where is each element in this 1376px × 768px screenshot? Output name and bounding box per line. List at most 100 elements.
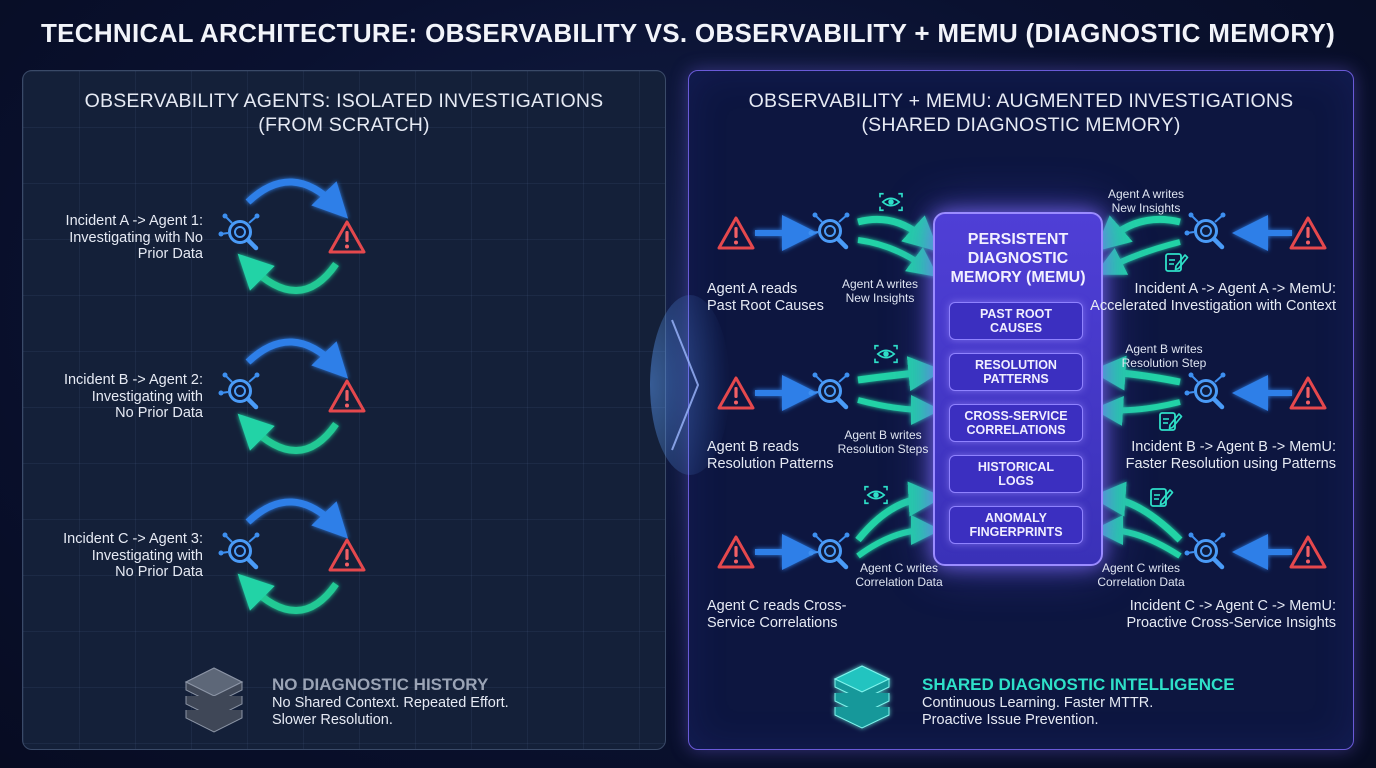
left-panel-title: OBSERVABILITY AGENTS: ISOLATED INVESTIGA…: [23, 89, 665, 137]
right-title-line2: (SHARED DIAGNOSTIC MEMORY): [861, 114, 1181, 136]
agent-b-right-icon: [1185, 373, 1226, 408]
agent-a-reads-line2: Past Root Causes: [707, 297, 824, 314]
memory-title-line3: MEMORY (MEMU): [950, 269, 1086, 286]
incident-c-line3: No Prior Data: [115, 564, 203, 580]
memory-item-line2: LOGS: [998, 474, 1034, 488]
agent-c-icon: [809, 533, 850, 568]
memory-item-line1: ANOMALY: [984, 510, 1048, 525]
agent-a-reads-label: Agent A reads Past Root Causes: [707, 281, 824, 314]
left-title-line2: (FROM SCRATCH): [258, 114, 430, 136]
memory-item-line2: CAUSES: [989, 321, 1043, 335]
eye-icon: [874, 344, 898, 364]
incident-a-label: Incident A -> Agent 1: Investigating wit…: [50, 213, 203, 263]
incident-a-memu-label: Incident A -> Agent A -> MemU: Accelerat…: [1080, 281, 1336, 314]
incident-a-memu-line2: Accelerated Investigation with Context: [1090, 297, 1336, 314]
right-footer-title: SHARED DIAGNOSTIC INTELLIGENCE: [922, 675, 1235, 694]
eye-icon: [879, 192, 903, 212]
alert-a3-icon: [1289, 216, 1327, 250]
agent-c-writes-right-line1: Agent C writes: [1101, 561, 1181, 575]
agent-a-reads-line1: Agent A reads: [707, 281, 798, 297]
agent-c-writes-line1: Agent C writes: [859, 561, 939, 575]
alert-a-icon: [328, 220, 366, 254]
agent-b-writes-right-line2: Resolution Step: [1121, 355, 1207, 370]
agent-b-reads-line1: Agent B reads: [707, 439, 799, 455]
incident-a-line3: Prior Data: [137, 246, 203, 262]
agent-a-writes-right-label: Agent A writes New Insights: [1096, 187, 1196, 215]
incident-a-line2: Investigating with No: [69, 229, 203, 246]
left-cycles: [219, 178, 366, 614]
incident-b-memu-line2: Faster Resolution using Patterns: [1125, 455, 1336, 472]
incident-c-line1: Incident C -> Agent 3:: [63, 531, 203, 547]
incident-a-memu-line1: Incident A -> Agent A -> MemU:: [1134, 281, 1336, 297]
right-panel-title: OBSERVABILITY + MEMU: AUGMENTED INVESTIG…: [689, 89, 1353, 137]
right-title-line1: OBSERVABILITY + MEMU: AUGMENTED INVESTIG…: [748, 90, 1294, 112]
left-title-line1: OBSERVABILITY AGENTS: ISOLATED INVESTIGA…: [84, 90, 604, 112]
agent-b-writes-right-line1: Agent B writes: [1125, 342, 1203, 356]
right-footer-text: Continuous Learning. Faster MTTR. Proact…: [922, 695, 1153, 729]
incident-c-memu-label: Incident C -> Agent C -> MemU: Proactive…: [1080, 598, 1336, 631]
agent-b-writes-line1: Agent B writes: [844, 428, 922, 442]
agent-a-writes-line1: Agent A writes: [841, 277, 919, 291]
memory-item-line2: FINGERPRINTS: [969, 525, 1063, 539]
incident-b-line2: Investigating with: [91, 388, 203, 405]
agent-a-writes-right-line1: Agent A writes: [1107, 187, 1185, 201]
agent-b-reads-label: Agent B reads Resolution Patterns: [707, 439, 834, 472]
transition-beam: [650, 295, 730, 475]
incident-a-line1: Incident A -> Agent 1:: [65, 213, 203, 229]
left-footer-line2: Slower Resolution.: [272, 712, 393, 728]
incident-c-memu-line2: Proactive Cross-Service Insights: [1126, 614, 1336, 631]
right-right-flows: [1090, 215, 1292, 570]
incident-b-line1: Incident B -> Agent 2:: [63, 372, 203, 388]
agent-a-writes-line2: New Insights: [845, 290, 915, 305]
cycle-a: [237, 178, 349, 294]
left-footer-text: No Shared Context. Repeated Effort. Slow…: [272, 695, 509, 729]
memory-item-line1: RESOLUTION: [975, 357, 1057, 372]
alert-b-icon: [328, 379, 366, 413]
agent-c-reads-line1: Agent C reads Cross-: [707, 598, 847, 614]
agent-c-writes-right-line2: Correlation Data: [1097, 574, 1185, 589]
agent-b-reads-line2: Resolution Patterns: [707, 455, 834, 472]
right-left-flows: [755, 215, 944, 570]
agent-c-reads-line2: Service Correlations: [707, 614, 838, 631]
alert-c3-icon: [1289, 535, 1327, 569]
incident-b-memu-line1: Incident B -> Agent B -> MemU:: [1131, 439, 1336, 455]
memory-item-line1: HISTORICAL: [977, 459, 1055, 474]
right-footer-line1: Continuous Learning. Faster MTTR.: [922, 695, 1154, 711]
agent-b-icon: [809, 373, 850, 408]
agent-b-writes-label: Agent B writes Resolution Steps: [832, 428, 934, 456]
memory-item-line2: PATTERNS: [983, 372, 1049, 386]
memory-title-line1: PERSISTENT: [967, 231, 1069, 248]
incident-c-label: Incident C -> Agent 3: Investigating wit…: [50, 531, 203, 581]
memory-title: PERSISTENT DIAGNOSTIC MEMORY (MEMU): [935, 230, 1101, 287]
stack-teal-icon: [833, 665, 891, 729]
memory-item-line2: CORRELATIONS: [966, 423, 1066, 437]
alert-c2-icon: [717, 535, 755, 569]
edit-note-icon: [1165, 253, 1189, 272]
cycle-c: [237, 498, 349, 614]
agent-a-right-icon: [1185, 213, 1226, 248]
agent-a-icon: [809, 213, 850, 248]
stack-gray-icon: [184, 667, 244, 733]
alert-c-icon: [328, 538, 366, 572]
incident-c-memu-line1: Incident C -> Agent C -> MemU:: [1129, 598, 1336, 614]
agent-c-writes-line2: Correlation Data: [855, 574, 943, 589]
agent-c-writes-right-label: Agent C writes Correlation Data: [1090, 561, 1192, 589]
eye-icon: [864, 485, 888, 505]
agent-b-writes-right-label: Agent B writes Resolution Step: [1114, 342, 1214, 370]
agent-c-reads-label: Agent C reads Cross- Service Correlation…: [707, 598, 846, 631]
left-footer-title: NO DIAGNOSTIC HISTORY: [272, 675, 489, 694]
incident-b-line3: No Prior Data: [115, 405, 203, 421]
memory-item-line1: CROSS-SERVICE: [964, 408, 1068, 423]
memory-item-line1: PAST ROOT: [980, 306, 1052, 321]
edit-note-icon: [1150, 488, 1174, 507]
agent-2-icon: [219, 373, 260, 408]
agent-3-icon: [219, 533, 260, 568]
agent-b-writes-line2: Resolution Steps: [837, 441, 929, 456]
edit-note-icon: [1159, 412, 1183, 431]
